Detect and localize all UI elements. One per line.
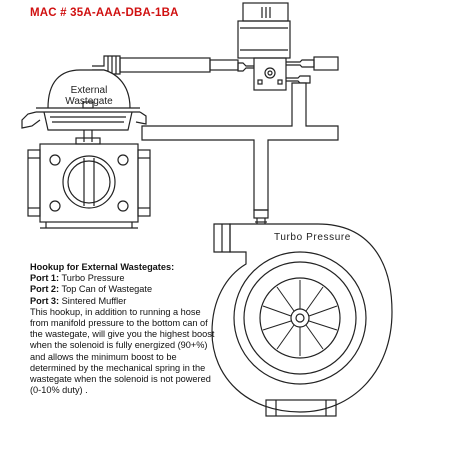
port-3-row: Port 3: Sintered Muffler <box>30 296 260 307</box>
compressor-wheel <box>262 280 338 356</box>
solenoid-valve <box>237 2 291 91</box>
port-3-desc: Sintered Muffler <box>61 295 127 306</box>
solenoid-port-fittings <box>237 59 315 84</box>
paragraph-line: the wastegate, will give you the highest… <box>30 329 215 340</box>
sintered-muffler-tube <box>313 56 339 71</box>
turbocharger <box>211 209 393 417</box>
paragraph-line: determined by the mechanical spring in t… <box>30 362 206 373</box>
paragraph-line: (0-10% duty) . <box>30 385 88 396</box>
hose-port-2-stub <box>209 59 239 71</box>
turbo-pressure-label: Turbo Pressure <box>274 232 351 243</box>
solenoid-manifold <box>253 57 287 91</box>
paragraph-line: This hookup, in addition to running a ho… <box>30 306 201 317</box>
paragraph-line: wastegate when the solenoid is not power… <box>30 374 211 385</box>
hookup-notes: Hookup for External Wastegates: Port 1: … <box>30 262 260 396</box>
notes-paragraph: This hookup, in addition to running a ho… <box>30 307 260 397</box>
external-wastegate <box>21 55 147 145</box>
solenoid-body <box>237 20 291 59</box>
notes-heading: Hookup for External Wastegates: <box>30 262 175 272</box>
wastegate-valve-housing <box>27 143 151 229</box>
port-1-name: Port 1: <box>30 273 60 284</box>
port-1-desc: Turbo Pressure <box>61 273 125 284</box>
hose-turbo-pressure <box>141 82 339 211</box>
paragraph-line: and allows the minimum boost to be <box>30 351 177 362</box>
paragraph-line: when the solenoid is fully energized (90… <box>30 340 208 351</box>
wastegate-label-line1: External <box>71 85 108 96</box>
port-2-desc: Top Can of Wastegate <box>61 284 153 295</box>
port-1-row: Port 1: Turbo Pressure <box>30 273 260 284</box>
part-number-title: MAC # 35A-AAA-DBA-1BA <box>30 7 179 19</box>
paragraph-line: from manifold pressure to the bottom can… <box>30 318 208 329</box>
port-2-name: Port 2: <box>30 284 60 295</box>
hose-wastegate-top <box>119 57 211 73</box>
port-3-name: Port 3: <box>30 295 60 306</box>
port-2-row: Port 2: Top Can of Wastegate <box>30 284 260 295</box>
wastegate-label-line2: Wastegate <box>65 96 113 107</box>
